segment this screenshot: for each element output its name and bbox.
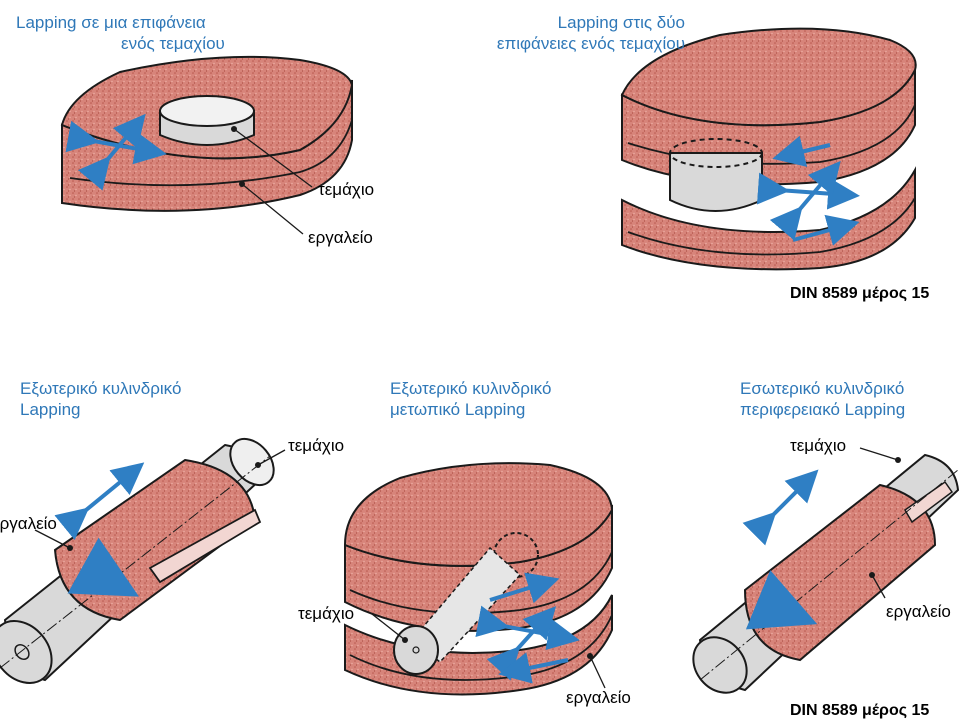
caption-external-cylindrical: Εξωτερικό κυλινδρικό Lapping bbox=[20, 378, 181, 420]
two-surfaces-figure bbox=[622, 29, 916, 270]
external-cylindrical-figure bbox=[0, 431, 285, 695]
label-workpiece: τεμάχιο bbox=[288, 436, 344, 456]
caption-internal-peripheral: Εσωτερικό κυλινδρικό περιφερειακό Lappin… bbox=[740, 378, 905, 420]
caption-line: Εσωτερικό κυλινδρικό bbox=[740, 378, 905, 399]
internal-peripheral-figure bbox=[682, 448, 958, 703]
external-face-figure bbox=[345, 463, 612, 694]
caption-line: Lapping στις δύο bbox=[470, 12, 685, 33]
caption-line: Lapping bbox=[20, 399, 181, 420]
caption-one-surface: Lapping σε μια επιφάνεια ενός τεμαχίου bbox=[16, 12, 225, 54]
label-tool: εργαλείο bbox=[886, 602, 951, 622]
workpiece-disc bbox=[160, 96, 254, 145]
caption-line: Εξωτερικό κυλινδρικό bbox=[20, 378, 181, 399]
din-standard-label: DIN 8589 μέρος 15 bbox=[790, 702, 929, 720]
caption-two-surfaces: Lapping στις δύο επιφάνειες ενός τεμαχίο… bbox=[470, 12, 685, 54]
caption-line: επιφάνειες ενός τεμαχίου bbox=[470, 33, 685, 54]
caption-external-face: Εξωτερικό κυλινδρικό μετωπικό Lapping bbox=[390, 378, 551, 420]
caption-line: Lapping σε μια επιφάνεια bbox=[16, 12, 225, 33]
caption-line: περιφερειακό Lapping bbox=[740, 399, 905, 420]
one-surface-figure bbox=[62, 57, 352, 234]
caption-line: μετωπικό Lapping bbox=[390, 399, 551, 420]
label-workpiece: τεμάχιο bbox=[318, 180, 374, 200]
caption-line: ενός τεμαχίου bbox=[16, 33, 225, 54]
label-tool: εργαλείο bbox=[0, 514, 57, 534]
label-tool: εργαλείο bbox=[308, 228, 373, 248]
din-standard-label: DIN 8589 μέρος 15 bbox=[790, 285, 929, 303]
label-workpiece: τεμάχιο bbox=[298, 604, 354, 624]
label-workpiece: τεμάχιο bbox=[790, 436, 846, 456]
label-tool: εργαλείο bbox=[566, 688, 631, 708]
caption-line: Εξωτερικό κυλινδρικό bbox=[390, 378, 551, 399]
